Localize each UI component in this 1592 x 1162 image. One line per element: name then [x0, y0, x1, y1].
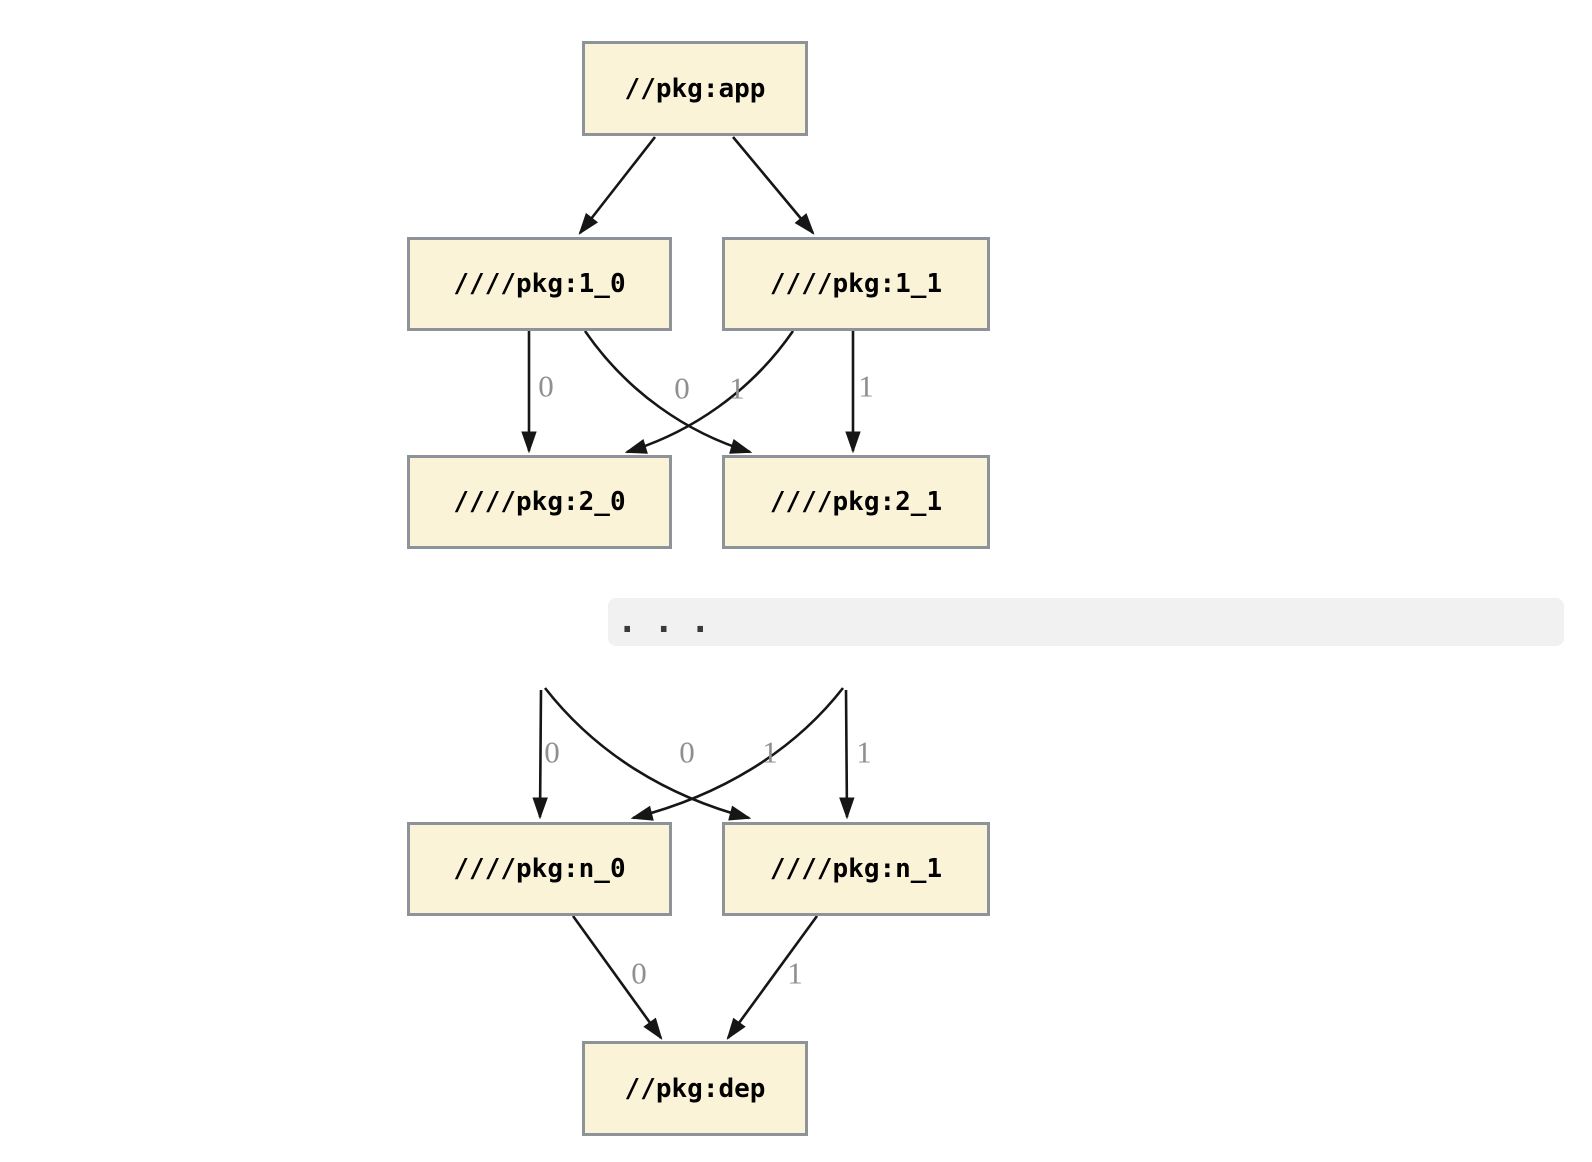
edge-label-1-1-to-2-0: 0 — [674, 370, 690, 406]
edge-app-to-1-0 — [580, 136, 657, 233]
edge-label-n-1-to-dep: 1 — [787, 955, 803, 991]
edge-label-mid-to-n-0-straight: 0 — [544, 734, 560, 770]
edge-mid-to-n-1-straight — [846, 689, 847, 817]
node-pkg-n-0: ////pkg:n_0 — [407, 822, 672, 916]
node-pkg-dep: //pkg:dep — [582, 1041, 808, 1136]
edge-n-0-to-dep — [571, 915, 661, 1038]
node-pkg-app: //pkg:app — [582, 41, 808, 136]
edge-mid-to-n-0-straight — [540, 689, 541, 817]
node-pkg-2-1: ////pkg:2_1 — [722, 455, 990, 549]
edge-label-mid-to-n-1-straight: 1 — [856, 734, 872, 770]
edge-1-0-to-2-1 — [583, 330, 750, 452]
edge-label-n-0-to-dep: 0 — [631, 955, 647, 991]
edge-label-1-0-to-2-1: 1 — [729, 370, 745, 406]
edge-label-mid-to-n-0-cross: 0 — [679, 734, 695, 770]
edge-label-mid-to-n-1-cross: 1 — [762, 734, 778, 770]
node-pkg-1-0: ////pkg:1_0 — [407, 237, 672, 331]
edge-n-1-to-dep — [728, 915, 819, 1038]
node-pkg-1-1: ////pkg:1_1 — [722, 237, 990, 331]
edge-label-1-1-to-2-1: 1 — [858, 368, 874, 404]
edge-label-1-0-to-2-0: 0 — [538, 368, 554, 404]
edge-1-1-to-2-0 — [627, 330, 795, 452]
ellipsis-band: ... — [608, 598, 1564, 646]
node-pkg-n-1: ////pkg:n_1 — [722, 822, 990, 916]
edge-mid-to-n-0-cross — [633, 687, 845, 818]
node-pkg-2-0: ////pkg:2_0 — [407, 455, 672, 549]
edge-app-to-1-1 — [732, 136, 813, 233]
edge-mid-to-n-1-cross — [543, 687, 749, 818]
